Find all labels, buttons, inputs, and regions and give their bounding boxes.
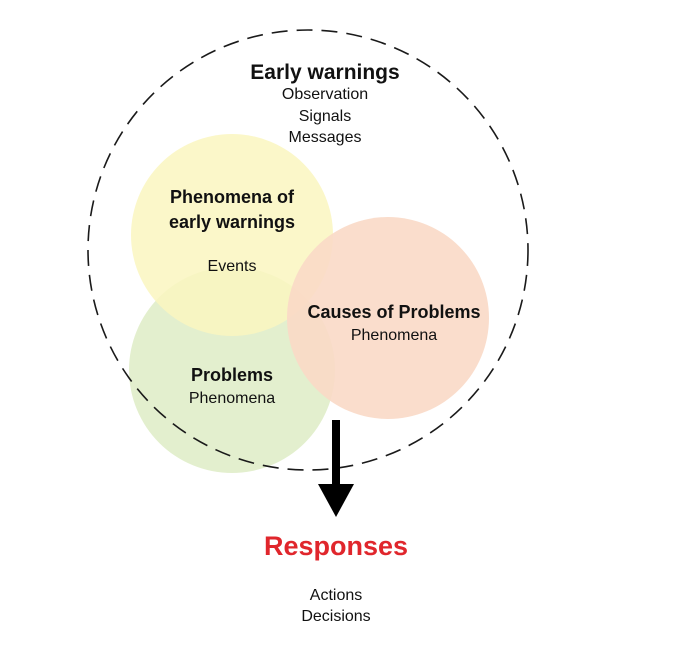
causes-title: Causes of Problems [307, 302, 481, 322]
arrow-head [318, 484, 354, 517]
problems-title: Problems [190, 365, 274, 385]
causes-circle [287, 217, 489, 419]
early-warnings-item-signals: Signals [298, 108, 352, 125]
early-warnings-boundary [87, 29, 529, 471]
phenomena-title-line1: Phenomena of [169, 187, 295, 207]
phenomena-circle [131, 134, 333, 336]
phenomena-sub: Events [207, 258, 257, 275]
early-warnings-item-observation: Observation [281, 86, 369, 103]
early-warnings-item-messages: Messages [288, 129, 362, 146]
phenomena-title-line2: early warnings [168, 212, 296, 232]
early-warnings-title: Early warnings [250, 61, 400, 84]
problems-sub: Phenomena [188, 390, 276, 407]
responses-title: Responses [263, 531, 409, 561]
responses-item-actions: Actions [309, 587, 363, 604]
causes-sub: Phenomena [350, 327, 438, 344]
responses-item-decisions: Decisions [301, 608, 371, 625]
